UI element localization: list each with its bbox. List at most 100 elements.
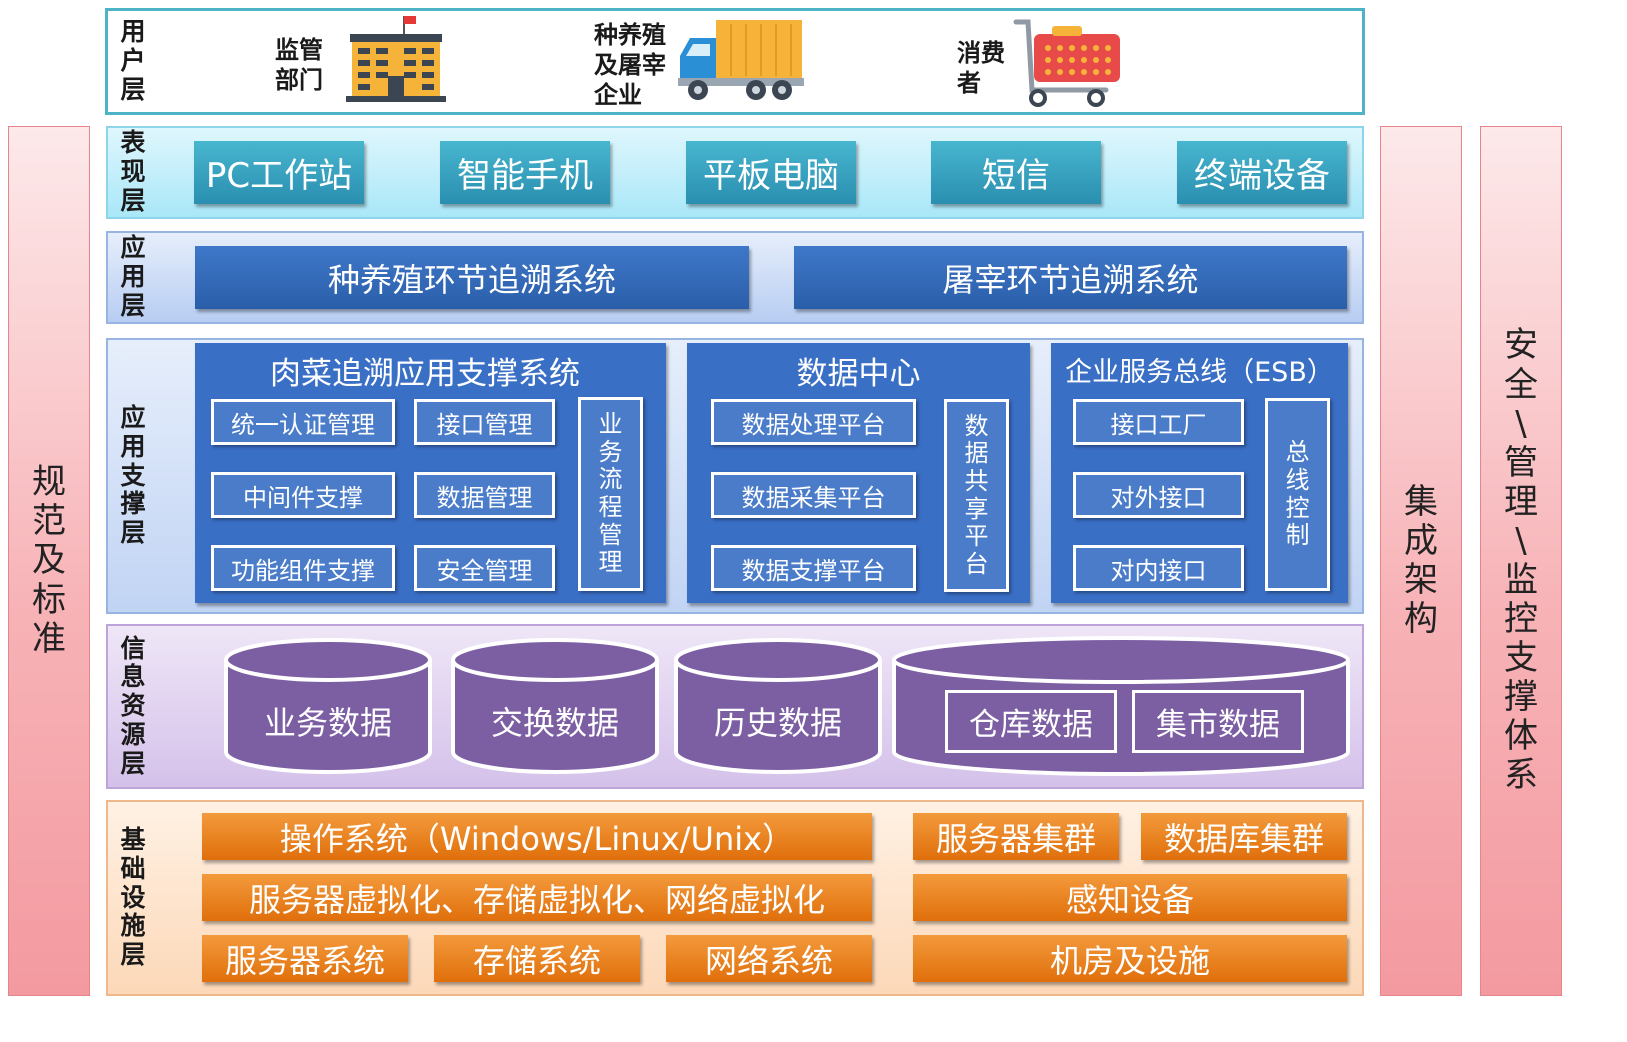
pillar-char: 控 (1504, 599, 1538, 640)
data-collection-platform: 数据采集平台 (711, 472, 916, 518)
storage-system: 存储系统 (434, 935, 640, 982)
pillar-char: 系 (1504, 755, 1538, 796)
smartphone-terminal: 智能手机 (440, 141, 610, 204)
label-char: 层 (120, 185, 146, 215)
pc-workstation-terminal: PC工作站 (194, 141, 364, 204)
pillar-char: 构 (1404, 599, 1438, 640)
server-cluster: 服务器集群 (913, 813, 1119, 860)
user-layer-label: 用 户 层 (110, 10, 156, 113)
label-char: 层 (120, 290, 146, 320)
label-char: 层 (120, 74, 146, 104)
external-interface: 对外接口 (1073, 472, 1244, 518)
label-char: 资 (120, 691, 146, 721)
vertical-char: 管 (598, 520, 623, 549)
government-building-icon (346, 16, 446, 102)
vertical-char: 业 (598, 410, 623, 439)
data-management: 数据管理 (414, 472, 555, 518)
pillar-char: \ (1515, 403, 1527, 444)
vertical-char: 共 (964, 466, 989, 495)
pillar-char: \ (1515, 520, 1527, 561)
pillar-char: 理 (1504, 481, 1538, 522)
label-char: 源 (120, 719, 146, 749)
pillar-char: 管 (1504, 442, 1538, 483)
label-line: 部门 (275, 66, 323, 94)
pillar-char: 准 (32, 618, 66, 659)
database-cluster: 数据库集群 (1141, 813, 1347, 860)
network-system: 网络系统 (666, 935, 872, 982)
database-cylinder (224, 638, 432, 774)
label-line: 消费 (957, 39, 1005, 67)
label-char: 信 (120, 633, 146, 663)
label-char: 施 (120, 911, 146, 941)
vertical-char: 制 (1285, 521, 1310, 550)
label-char: 表 (120, 128, 146, 158)
vertical-char: 总 (1285, 438, 1310, 467)
interface-factory: 接口工厂 (1073, 399, 1244, 445)
label-char: 用 (120, 17, 146, 47)
label-char: 层 (120, 940, 146, 970)
sensing-devices: 感知设备 (913, 874, 1347, 921)
server-system: 服务器系统 (202, 935, 408, 982)
infrastructure-layer-label: 基 础 设 施 层 (110, 800, 156, 996)
vertical-char: 据 (964, 439, 989, 468)
label-char: 层 (120, 748, 146, 778)
pillar-char: 支 (1504, 638, 1538, 679)
esb-title: 企业服务总线（ESB） (1065, 357, 1334, 388)
label-char: 用 (120, 431, 146, 461)
tablet-terminal: 平板电脑 (686, 141, 856, 204)
database-cylinder (451, 638, 659, 774)
label-char: 支 (120, 460, 146, 490)
data-support-platform: 数据支撑平台 (711, 545, 916, 591)
label-char: 层 (120, 518, 146, 548)
label-line: 及屠宰 (594, 51, 666, 79)
machine-room-facilities: 机房及设施 (913, 935, 1347, 982)
database-cylinder (674, 638, 882, 774)
application-layer-label: 应 用 层 (110, 231, 156, 324)
breeding-traceability-system: 种养殖环节追溯系统 (195, 246, 749, 309)
vertical-char: 数 (964, 411, 989, 440)
market-data: 集市数据 (1132, 690, 1304, 753)
vertical-char: 控 (1285, 493, 1310, 522)
application-support-layer-label: 应 用 支 撑 层 (110, 338, 156, 614)
data-processing-platform: 数据处理平台 (711, 399, 916, 445)
business-data: 业务数据 (263, 704, 392, 742)
label-char: 应 (120, 403, 146, 433)
pillar-char: 监 (1504, 560, 1538, 600)
pillar-char: 体 (1504, 716, 1538, 757)
middleware-support: 中间件支撑 (211, 472, 395, 518)
pillar-char: 成 (1404, 520, 1438, 561)
pillar-char: 全 (1504, 364, 1538, 405)
vertical-char: 理 (598, 548, 623, 577)
integration-pillar: 集 成 架 构 (1380, 126, 1462, 996)
pillar-char: 集 (1404, 481, 1438, 522)
terminal-device: 终端设备 (1177, 141, 1347, 204)
vertical-char: 平 (964, 522, 989, 551)
label-char: 础 (120, 853, 146, 883)
traceability-support-title: 肉菜追溯应用支撑系统 (270, 356, 580, 392)
pillar-char: 架 (1404, 560, 1438, 600)
pillar-char: 规 (32, 462, 66, 503)
unified-auth-management: 统一认证管理 (211, 399, 395, 445)
label-char: 用 (120, 262, 146, 292)
label-line: 者 (957, 69, 981, 97)
label-line: 监管 (275, 36, 323, 64)
interface-management: 接口管理 (414, 399, 555, 445)
label-char: 撑 (120, 489, 146, 519)
presentation-layer-label: 表 现 层 (110, 126, 156, 219)
user-entity-consumer-label: 消费 者 (957, 38, 1005, 98)
data-sharing-platform: 数 据 共 享 平 台 (944, 399, 1009, 592)
vertical-char: 务 (598, 437, 623, 466)
standards-pillar: 规 范 及 标 准 (8, 126, 90, 996)
vertical-char: 流 (598, 465, 623, 494)
pillar-char: 撑 (1504, 677, 1538, 718)
component-support: 功能组件支撑 (211, 545, 395, 591)
vertical-char: 台 (964, 549, 989, 578)
slaughter-traceability-system: 屠宰环节追溯系统 (794, 246, 1347, 309)
historical-data: 历史数据 (713, 704, 842, 742)
internal-interface: 对内接口 (1073, 545, 1244, 591)
security-management: 安全管理 (414, 545, 555, 591)
bus-control: 总 线 控 制 (1265, 398, 1330, 591)
user-entity-regulator-label: 监管 部门 (275, 35, 323, 95)
label-char: 息 (120, 662, 146, 692)
pillar-char: 标 (32, 579, 66, 620)
